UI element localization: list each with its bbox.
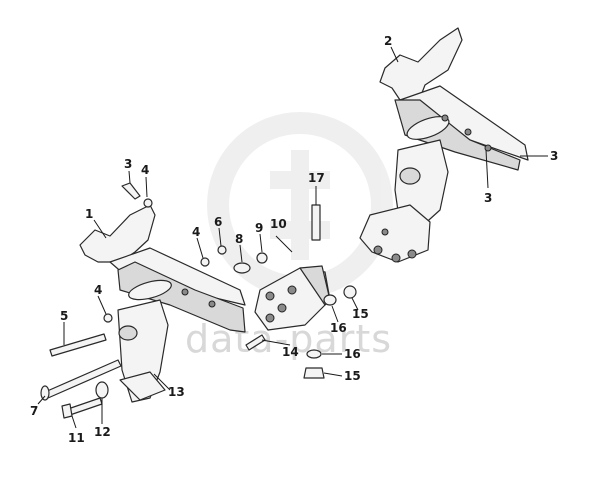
part-6-nut <box>217 245 227 255</box>
callout-12: 12 <box>94 425 111 439</box>
callout-11: 11 <box>68 431 85 445</box>
leader-lines <box>37 46 548 429</box>
part-11-bolt <box>61 397 103 419</box>
callout-16-right: 16 <box>330 321 347 335</box>
part-17-stud <box>311 204 321 241</box>
callout-1: 1 <box>85 207 93 221</box>
part-2-mount-block <box>359 139 449 263</box>
part-4-nut-mid <box>200 257 210 267</box>
callout-7: 7 <box>30 404 38 418</box>
watermark-logo <box>207 112 393 298</box>
part-5-long-bolt <box>49 333 107 357</box>
part-4-nut-left <box>103 313 113 323</box>
part-9-nut <box>256 252 268 264</box>
callout-16-bottom: 16 <box>344 347 361 361</box>
callout-3-right: 3 <box>550 149 558 163</box>
part-14-pump-block <box>254 265 331 331</box>
callout-3-left: 3 <box>124 157 132 171</box>
callout-3-lower: 3 <box>484 191 492 205</box>
part-3-bolt-left <box>121 182 141 200</box>
callout-9: 9 <box>255 221 263 235</box>
callout-6: 6 <box>214 215 222 229</box>
part-16-washer-right <box>323 294 337 306</box>
callout-10: 10 <box>270 217 287 231</box>
part-4-nut-top <box>143 198 153 208</box>
callout-15-right: 15 <box>352 307 369 321</box>
callout-14: 14 <box>282 345 299 359</box>
part-14-stud <box>245 334 266 351</box>
part-10-pin <box>275 235 293 253</box>
callout-8: 8 <box>235 232 243 246</box>
part-15-nut-right <box>343 285 357 299</box>
part-15-nut-bottom <box>303 367 325 379</box>
callout-4-top: 4 <box>141 163 149 177</box>
part-8-washer <box>233 262 251 274</box>
part-7-bolt <box>40 359 122 401</box>
callout-labels: 1 2 3 3 3 4 4 4 5 6 7 8 9 10 11 12 13 14… <box>30 34 558 445</box>
callout-4-left: 4 <box>94 283 102 297</box>
callout-4-mid: 4 <box>192 225 200 239</box>
part-13-engine-mount <box>117 299 169 403</box>
part-2-bracket <box>379 27 529 171</box>
callout-5: 5 <box>60 309 68 323</box>
callout-17: 17 <box>308 171 325 185</box>
part-12-washer <box>95 381 109 399</box>
callout-2: 2 <box>384 34 392 48</box>
part-16-washer-bottom <box>306 349 322 359</box>
callout-13: 13 <box>168 385 185 399</box>
callout-15-bottom: 15 <box>344 369 361 383</box>
part-1-bracket <box>79 204 246 333</box>
